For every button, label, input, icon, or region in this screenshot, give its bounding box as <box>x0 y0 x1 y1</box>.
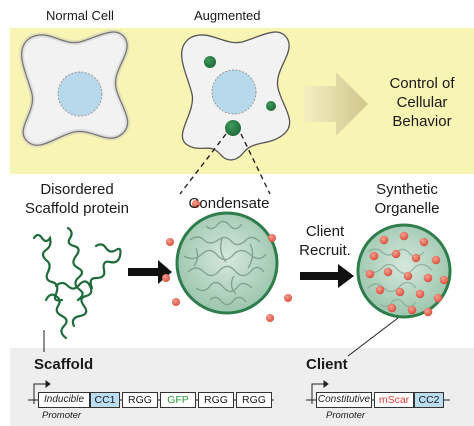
scaffold-promoter-label: Promoter <box>42 410 82 421</box>
constitutive-promoter-box: Constitutive <box>316 392 372 408</box>
control-arrow <box>304 72 368 136</box>
control-behavior-label: Control of Cellular Behavior <box>370 74 474 131</box>
construct-panel-background <box>10 348 474 426</box>
small-condensate-2 <box>266 101 276 111</box>
scaffold-part-rgg-2: RGG <box>198 392 234 408</box>
synthetic-line-1: Synthetic <box>376 181 438 198</box>
scaffold-part-rgg-3: RGG <box>236 392 272 408</box>
disordered-line-1: Disordered <box>40 181 114 198</box>
client-part-cc2: CC2 <box>414 392 444 408</box>
zoom-line-right <box>240 133 271 195</box>
control-line-1: Control of <box>389 75 455 92</box>
zoom-line-left <box>179 133 227 195</box>
arrow-to-organelle <box>300 264 354 288</box>
scaffold-section-label: Scaffold <box>34 356 94 373</box>
synthetic-organelle-label: Synthetic Organelle <box>364 180 450 218</box>
condensate-droplet <box>175 211 279 315</box>
control-line-3: Behavior <box>392 113 452 130</box>
synthetic-organelle <box>356 223 452 319</box>
disordered-scaffold-label: Disordered Scaffold protein <box>12 180 142 218</box>
client-recruit-label: Client Recruit. <box>290 222 360 260</box>
small-condensate-3 <box>225 120 241 136</box>
normal-cell <box>19 29 131 148</box>
scaffold-part-gfp: GFP <box>160 392 196 408</box>
client-part-mscar: mScar <box>374 392 414 408</box>
client-section-label: Client <box>306 356 348 373</box>
arrow-to-condensate <box>128 260 172 284</box>
scaffold-protein-chains <box>32 226 122 340</box>
client-molecules <box>162 200 292 322</box>
disordered-line-2: Scaffold protein <box>25 200 129 217</box>
augmented-cell-label: Augmented <box>194 8 261 23</box>
scaffold-part-cc1: CC1 <box>90 392 120 408</box>
inducible-promoter-box: Inducible <box>38 392 90 408</box>
normal-cell-label: Normal Cell <box>46 8 114 23</box>
control-line-2: Cellular <box>396 94 448 111</box>
small-condensate-1 <box>204 56 216 68</box>
condensate-label: Condensate <box>188 195 270 212</box>
client-leader-line <box>347 317 399 357</box>
client-recruit-line-2: Recruit. <box>299 242 351 259</box>
synthetic-line-2: Organelle <box>374 200 440 217</box>
client-recruit-line-1: Client <box>305 223 345 240</box>
augmented-cell <box>180 31 291 161</box>
scaffold-part-rgg-1: RGG <box>122 392 158 408</box>
client-promoter-label: Promoter <box>326 410 366 421</box>
